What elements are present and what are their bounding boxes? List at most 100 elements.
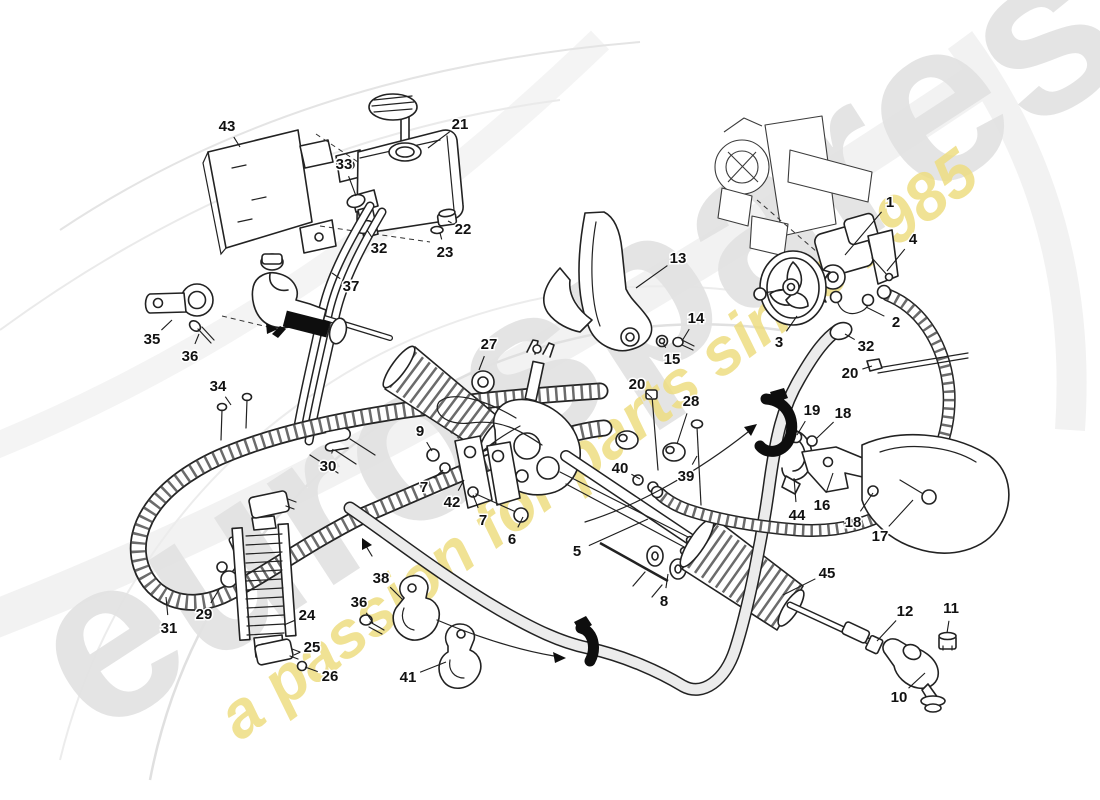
leader-line xyxy=(785,315,798,332)
leader-line xyxy=(635,265,668,289)
part-label: 14 xyxy=(688,310,705,327)
leader-line xyxy=(283,619,296,626)
hose-bracket-group xyxy=(781,429,1010,554)
leader-line xyxy=(859,492,874,512)
leader-line xyxy=(816,421,835,439)
part-label: 31 xyxy=(161,620,178,637)
part-label: 43 xyxy=(219,118,236,135)
part-label: 30 xyxy=(320,458,337,475)
part-label: 26 xyxy=(322,668,339,685)
leader-line xyxy=(691,455,698,465)
leader-line xyxy=(886,248,906,272)
leader-line xyxy=(439,232,443,240)
part-label: 20 xyxy=(842,365,859,382)
leader-line xyxy=(293,651,301,656)
part-label: 37 xyxy=(343,278,360,295)
part-label: 18 xyxy=(845,514,862,531)
heat-shield xyxy=(543,211,653,352)
switch-nut xyxy=(296,660,308,672)
tie-rod-end-left xyxy=(144,253,393,345)
part-label: 40 xyxy=(612,460,629,477)
leader-line xyxy=(427,131,450,149)
part-label: 1 xyxy=(886,194,894,211)
leader-line xyxy=(366,229,373,238)
part-label: 33 xyxy=(336,156,353,173)
part-label: 36 xyxy=(182,348,199,365)
leader-line xyxy=(348,175,357,197)
tie-rod-end-right xyxy=(882,638,946,713)
leader-line xyxy=(631,473,641,480)
part-label: 41 xyxy=(400,669,417,686)
leader-line xyxy=(796,420,806,436)
leader-line xyxy=(517,516,524,528)
leader-line xyxy=(676,413,688,445)
pipe-clip xyxy=(324,427,352,452)
line-art xyxy=(129,93,1010,713)
leader-line xyxy=(946,620,950,634)
leader-line xyxy=(888,499,914,527)
oil-cooler xyxy=(216,392,352,672)
part-label: 44 xyxy=(789,507,806,524)
screws-34 xyxy=(216,392,253,441)
part-label: 34 xyxy=(210,378,227,395)
pulley-bolt-14-15 xyxy=(655,334,695,351)
leader-line xyxy=(844,211,883,256)
leader-line xyxy=(681,328,690,342)
leader-line xyxy=(472,494,479,509)
leader-line xyxy=(194,333,200,345)
leader-line xyxy=(210,587,221,604)
part-label: 18 xyxy=(835,405,852,422)
castle-nut-11 xyxy=(938,631,957,651)
rack-bellows-right xyxy=(679,518,957,713)
cooler-fins xyxy=(245,533,285,636)
leader-line xyxy=(793,477,797,503)
leader-line xyxy=(908,672,926,689)
part-label: 8 xyxy=(660,593,668,610)
part-label: 45 xyxy=(819,565,836,582)
leader-line xyxy=(862,365,873,370)
part-label: 28 xyxy=(683,393,700,410)
leader-line xyxy=(165,596,169,616)
leader-line xyxy=(331,272,341,280)
part-label: 9 xyxy=(416,423,424,440)
part-label: 32 xyxy=(371,240,388,257)
part-label: 6 xyxy=(508,531,516,548)
leader-line xyxy=(662,342,667,348)
leader-line xyxy=(304,666,318,673)
part-label: 22 xyxy=(455,221,472,238)
pump-pulley xyxy=(753,250,827,326)
part-label: 27 xyxy=(481,336,498,353)
leader-line xyxy=(224,396,232,406)
callout-labels: 1234567789101112131415161718181920202122… xyxy=(142,115,960,708)
leader-line xyxy=(844,333,855,341)
leader-line xyxy=(646,392,653,399)
part-label: 36 xyxy=(351,594,368,611)
part-label: 35 xyxy=(144,331,161,348)
part-label: 2 xyxy=(892,314,900,331)
leader-line xyxy=(665,573,669,589)
leader-line xyxy=(389,586,404,601)
part-label: 7 xyxy=(420,479,428,496)
tape-wraps xyxy=(272,310,798,667)
leader-line xyxy=(331,448,334,454)
long-stud-20b xyxy=(876,352,969,374)
leader-line xyxy=(457,479,465,491)
part-label: 21 xyxy=(452,116,469,133)
leader-line xyxy=(825,472,834,493)
leader-line xyxy=(478,355,485,371)
part-label: 11 xyxy=(943,600,959,617)
part-label: 16 xyxy=(814,497,831,514)
part-label: 29 xyxy=(196,606,213,623)
part-label: 3 xyxy=(775,334,783,351)
leader-line xyxy=(426,441,433,452)
part-label: 4 xyxy=(909,231,918,248)
part-label: 38 xyxy=(373,570,390,587)
leader-line xyxy=(782,578,816,596)
part-label: 19 xyxy=(804,402,821,419)
leader-line xyxy=(161,319,173,331)
pump-stud-4 xyxy=(871,257,889,277)
p-clamps xyxy=(359,574,482,689)
steering-column-bracket xyxy=(714,115,873,257)
part-label: 25 xyxy=(304,639,321,656)
